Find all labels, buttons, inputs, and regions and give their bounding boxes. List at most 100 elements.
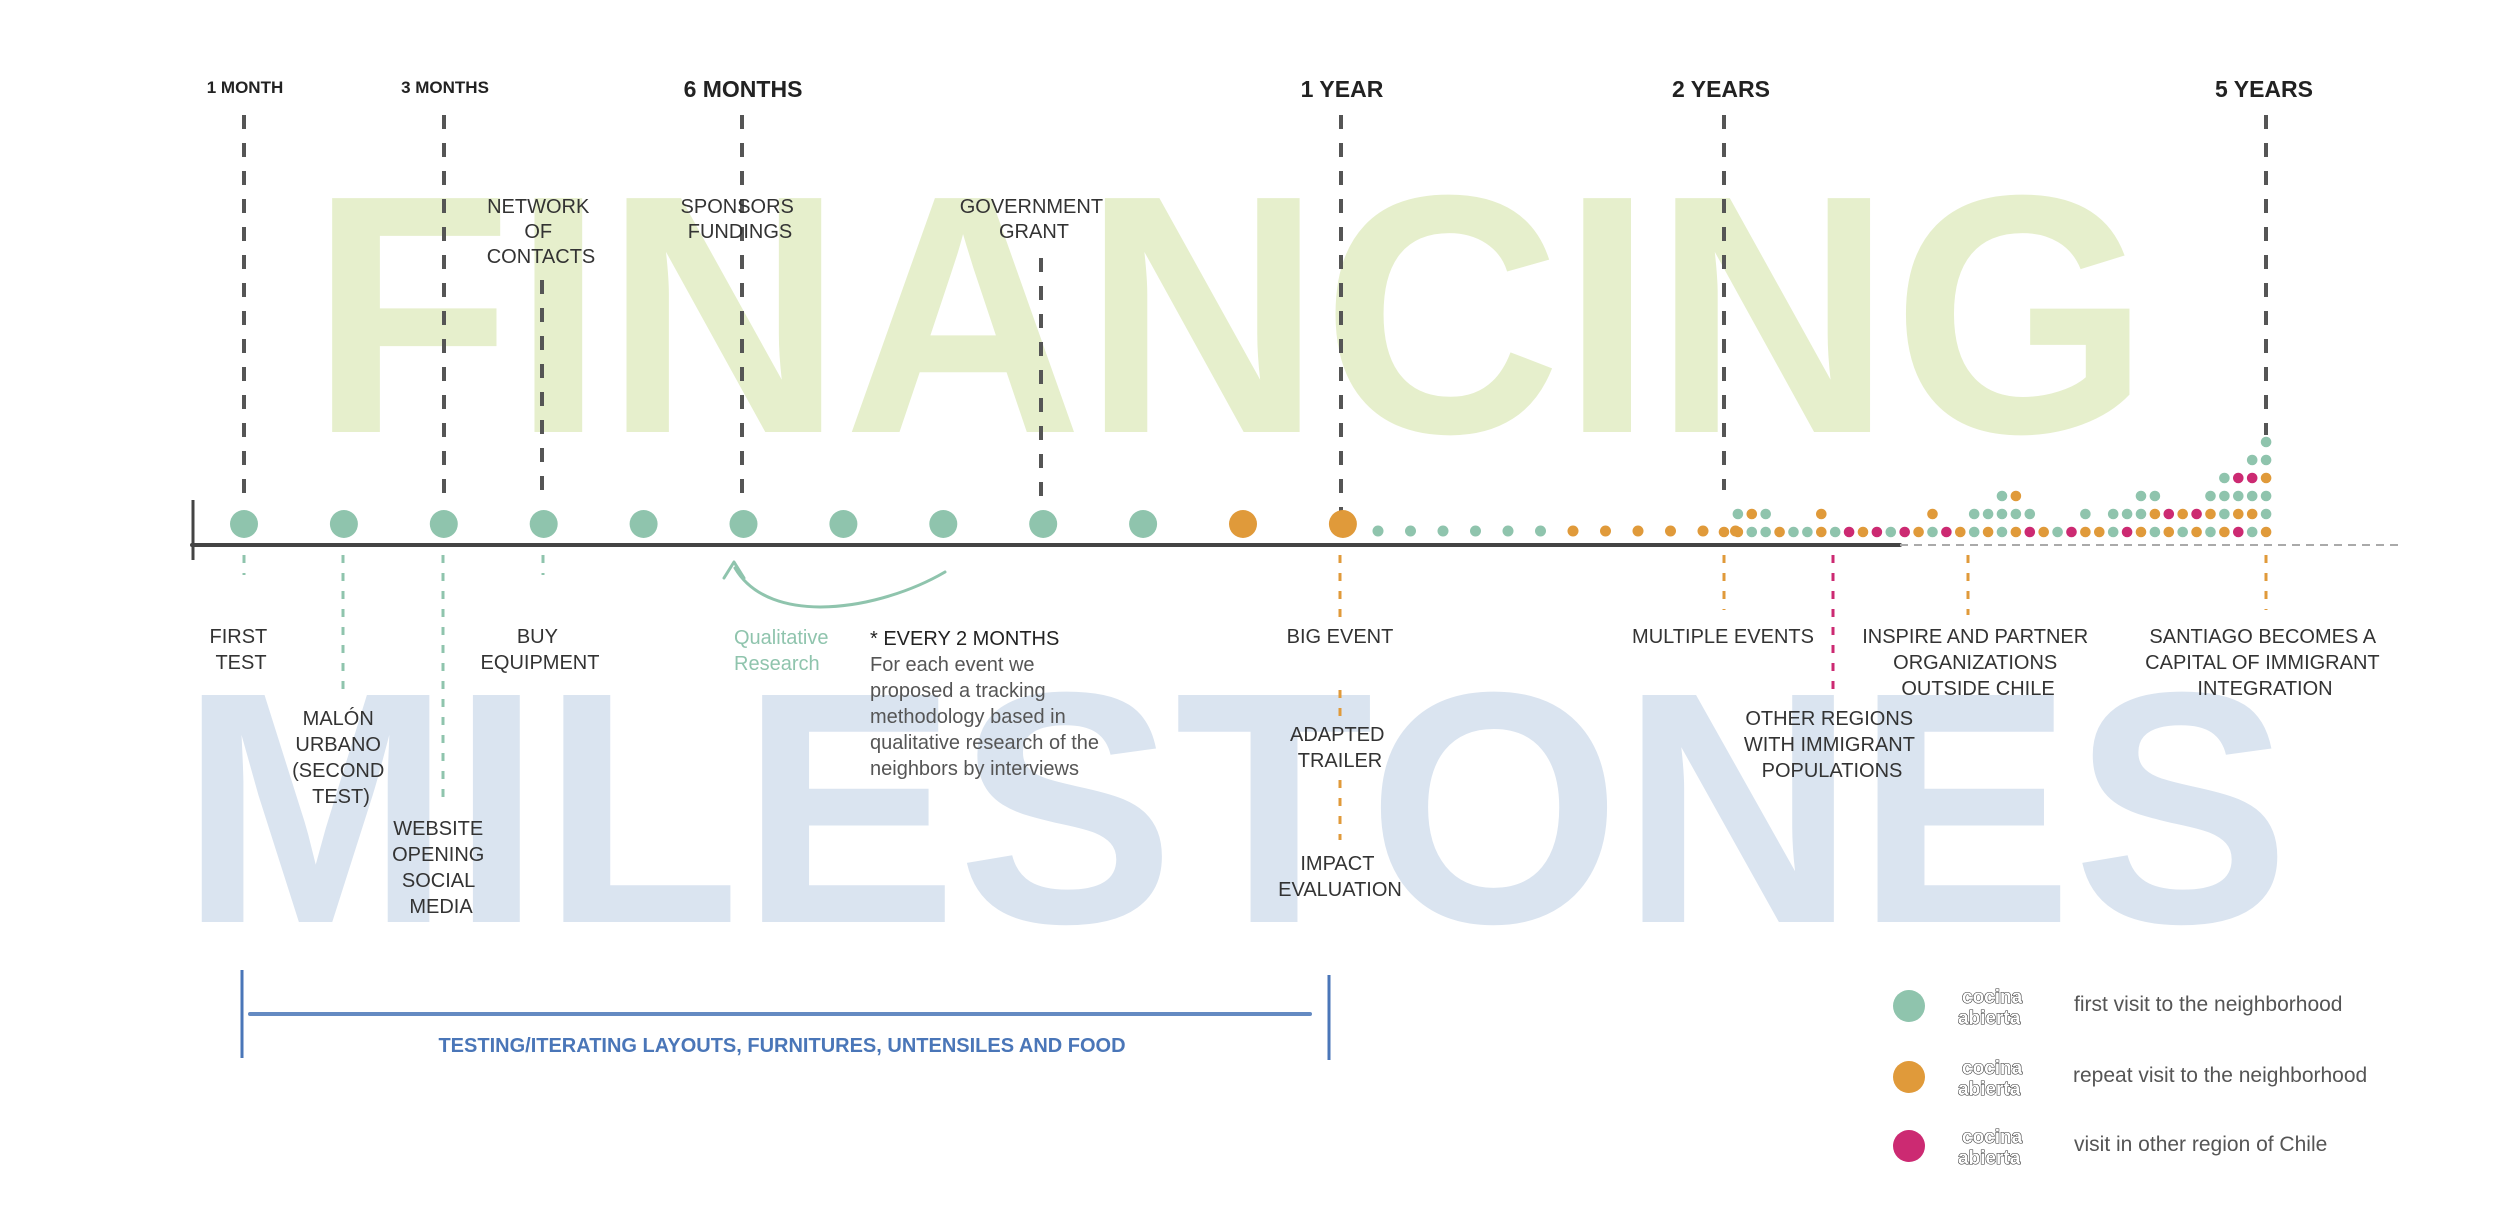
legend-swatch-repeat-visit	[1893, 1061, 1925, 1093]
event-dot-repeat-visit	[2149, 508, 2161, 520]
milestone-website-opening: WEBSITE OPENING SOCIAL MEDIA	[392, 818, 490, 918]
legend-logo-line1: cocina	[1962, 987, 2023, 1008]
event-dot-first-visit	[2135, 490, 2147, 502]
event-dot-first-visit	[1829, 526, 1841, 538]
time-markers: 1 MONTH 3 MONTHS 6 MONTHS 1 YEAR 2 YEARS…	[207, 76, 2313, 515]
event-dot-other-region-visit	[2163, 508, 2175, 520]
tracking-note-body: For each event we proposed a tracking me…	[870, 654, 1105, 780]
event-dot-first-visit	[1732, 508, 1744, 520]
event-dot-repeat-visit	[1229, 510, 1257, 538]
event-dot-first-visit	[1437, 525, 1449, 537]
event-dot-first-visit	[2024, 508, 2036, 520]
event-dot-first-visit	[2260, 454, 2272, 466]
event-dot-first-visit	[429, 510, 458, 538]
event-dot-first-visit	[2219, 508, 2230, 520]
event-dot-first-visit	[2205, 526, 2216, 538]
event-dot-other-region-visit	[2121, 526, 2133, 538]
event-dot-first-visit	[729, 510, 758, 538]
financing-network-of-contacts: NETWORK OF CONTACTS	[487, 196, 596, 268]
testing-bracket: TESTING/ITERATING LAYOUTS, FURNITURES, U…	[240, 970, 1331, 1060]
milestone-big-event: BIG EVENT	[1287, 626, 1394, 648]
event-dot-repeat-visit	[1913, 526, 1924, 538]
event-dot-repeat-visit	[2246, 508, 2258, 520]
legend-logo-line2: abierta	[1958, 1079, 2021, 1100]
time-marker-2-years: 2 YEARS	[1672, 76, 1770, 102]
event-dot-first-visit	[2260, 508, 2272, 520]
event-dot-first-visit	[2260, 436, 2272, 448]
milestones-background-word: MILESTONES	[180, 623, 2290, 992]
event-dot-other-region-visit	[2233, 526, 2244, 538]
event-dot-repeat-visit	[1746, 508, 1758, 520]
event-dot-first-visit	[2149, 526, 2161, 538]
event-dot-repeat-visit	[1774, 526, 1785, 538]
event-dot-repeat-visit	[2191, 526, 2202, 538]
event-dot-other-region-visit	[2233, 472, 2244, 484]
legend-label-repeat-visit: repeat visit to the neighborhood	[2073, 1064, 2367, 1087]
event-dot-first-visit	[1996, 508, 2008, 520]
event-dot-other-region-visit	[1941, 526, 1952, 538]
event-dot-first-visit	[1996, 526, 2008, 538]
bracket-label: TESTING/ITERATING LAYOUTS, FURNITURES, U…	[438, 1035, 1125, 1057]
time-marker-5-years: 5 YEARS	[2215, 76, 2313, 102]
event-dot-other-region-visit	[2024, 526, 2036, 538]
event-dots	[230, 436, 2272, 538]
event-dot-first-visit	[2246, 526, 2258, 538]
event-dot-repeat-visit	[1816, 526, 1827, 538]
legend-swatch-first-visit	[1893, 990, 1925, 1022]
financing-sponsors-fundings: SPONSORS FUNDINGS	[681, 196, 800, 243]
time-marker-1-month: 1 MONTH	[207, 78, 284, 97]
time-marker-6-months: 6 MONTHS	[684, 76, 803, 102]
event-dot-first-visit	[230, 510, 258, 538]
time-marker-3-months: 3 MONTHS	[401, 78, 489, 97]
event-dot-repeat-visit	[2205, 508, 2216, 520]
event-dot-first-visit	[1029, 510, 1058, 538]
event-dot-first-visit	[2246, 490, 2258, 502]
event-dot-other-region-visit	[2191, 508, 2202, 520]
event-dot-other-region-visit	[2246, 472, 2258, 484]
financing-government-grant: GOVERNMENT GRANT	[960, 196, 1109, 243]
event-dot-first-visit	[1405, 525, 1416, 537]
milestone-adapted-trailer: ADAPTED TRAILER	[1290, 724, 1390, 772]
milestone-other-regions: OTHER REGIONS WITH IMMIGRANT POPULATIONS	[1744, 708, 1920, 782]
legend-logo-line1: cocina	[1962, 1127, 2023, 1148]
event-dot-other-region-visit	[1843, 526, 1855, 538]
event-dot-repeat-visit	[1567, 525, 1579, 537]
event-dot-first-visit	[2010, 508, 2022, 520]
qualitative-arrow	[733, 566, 947, 609]
event-dot-repeat-visit	[1718, 526, 1730, 538]
financing-background-word: FINANCING	[310, 125, 2150, 505]
milestone-inspire-partner: INSPIRE AND PARTNER ORGANIZATIONS OUTSID…	[1862, 626, 2094, 700]
event-dot-repeat-visit	[2219, 526, 2230, 538]
event-dot-repeat-visit	[1816, 508, 1827, 520]
event-dot-repeat-visit	[1982, 526, 1994, 538]
event-dot-repeat-visit	[2163, 526, 2175, 538]
event-dot-first-visit	[1129, 510, 1158, 538]
milestone-malon-urbano: MALÓN URBANO (SECOND TEST)	[292, 707, 390, 808]
event-dot-repeat-visit	[1857, 526, 1869, 538]
event-dot-first-visit	[1535, 525, 1546, 537]
event-dot-first-visit	[329, 510, 358, 538]
event-dot-other-region-visit	[1871, 526, 1883, 538]
tracking-note-title: * EVERY 2 MONTHS	[870, 628, 1059, 650]
legend-label-first-visit: first visit to the neighborhood	[2074, 993, 2343, 1016]
legend-label-other-region: visit in other region of Chile	[2074, 1133, 2327, 1156]
event-dot-repeat-visit	[2010, 490, 2022, 502]
event-dot-first-visit	[2135, 508, 2147, 520]
event-dot-repeat-visit	[2177, 508, 2188, 520]
tracking-note: * EVERY 2 MONTHS For each event we propo…	[870, 628, 1105, 780]
event-dot-first-visit	[529, 510, 558, 538]
event-dot-repeat-visit	[2135, 526, 2147, 538]
event-dot-repeat-visit	[1328, 510, 1357, 538]
legend-item-first-visit: cocina abierta first visit to the neighb…	[1893, 986, 2343, 1030]
event-dot-first-visit	[1968, 508, 1980, 520]
event-dot-repeat-visit	[1732, 526, 1744, 538]
milestone-labels: FIRST TEST MALÓN URBANO (SECOND TEST) WE…	[210, 626, 2380, 918]
event-dot-repeat-visit	[2094, 526, 2105, 538]
event-dot-first-visit	[1968, 526, 1980, 538]
event-dot-first-visit	[2233, 490, 2244, 502]
event-dot-first-visit	[1927, 526, 1938, 538]
event-dot-first-visit	[829, 510, 858, 538]
event-dot-first-visit	[2149, 490, 2161, 502]
event-dot-first-visit	[629, 510, 658, 538]
